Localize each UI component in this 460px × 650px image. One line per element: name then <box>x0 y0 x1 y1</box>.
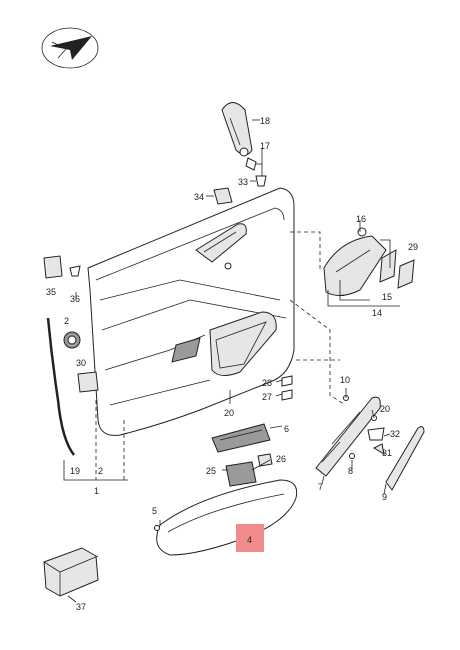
switch-26-part <box>257 453 273 467</box>
callout-10: 10 <box>340 375 350 385</box>
clip-35-part <box>43 255 81 279</box>
screw-part <box>250 175 267 187</box>
clip-30-part <box>77 371 99 393</box>
callout-34: 34 <box>194 192 204 202</box>
callout-32: 32 <box>390 429 400 439</box>
screw-5-part <box>154 525 160 531</box>
trim-strip-part <box>385 426 425 491</box>
callout-4: 4 <box>247 535 252 545</box>
callout-14: 14 <box>372 308 382 318</box>
callout-26: 26 <box>276 454 286 464</box>
callout-17: 17 <box>260 141 270 151</box>
highlight-box <box>236 524 264 552</box>
callout-18: 18 <box>260 116 270 126</box>
callout-15: 15 <box>382 292 392 302</box>
callout-20-right: 20 <box>380 404 390 414</box>
callout-28: 28 <box>262 378 272 388</box>
callout-2-upper: 2 <box>64 316 69 326</box>
callout-31: 31 <box>382 448 392 458</box>
armrest-pad-part <box>156 479 298 556</box>
bracket-part <box>206 187 233 205</box>
mirror-trim-part <box>221 102 260 157</box>
switch-25-part <box>225 461 257 487</box>
leader-lines <box>63 148 400 603</box>
box-37-part <box>43 547 99 597</box>
callout-5: 5 <box>152 506 157 516</box>
callout-20-center: 20 <box>224 408 234 418</box>
callout-9: 9 <box>382 492 387 502</box>
callout-37: 37 <box>76 602 86 612</box>
window-switch-panel <box>315 396 381 477</box>
callout-6: 6 <box>284 424 289 434</box>
callout-35: 35 <box>46 287 56 297</box>
callout-8: 8 <box>348 466 353 476</box>
callout-36: 36 <box>70 294 80 304</box>
door-trim-panel <box>87 187 295 436</box>
callout-7: 7 <box>318 482 323 492</box>
callout-25: 25 <box>206 466 216 476</box>
cord-part <box>46 317 76 456</box>
callout-33: 33 <box>238 177 248 187</box>
orientation-arrow-icon <box>41 27 99 69</box>
inner-handle-assembly <box>323 227 415 296</box>
callout-16: 16 <box>356 214 366 224</box>
grommet-part <box>63 331 81 349</box>
clip-part <box>245 157 262 171</box>
switch-unit-part <box>211 423 271 453</box>
callout-30: 30 <box>76 358 86 368</box>
callout-labels: 18 17 33 34 16 29 15 14 35 36 2 30 28 27… <box>46 116 418 612</box>
callout-19: 19 <box>70 466 80 476</box>
callout-2-lower: 2 <box>98 466 103 476</box>
clip-27-28 <box>281 375 293 401</box>
callout-29: 29 <box>408 242 418 252</box>
callout-1: 1 <box>94 486 99 496</box>
callout-27: 27 <box>262 392 272 402</box>
